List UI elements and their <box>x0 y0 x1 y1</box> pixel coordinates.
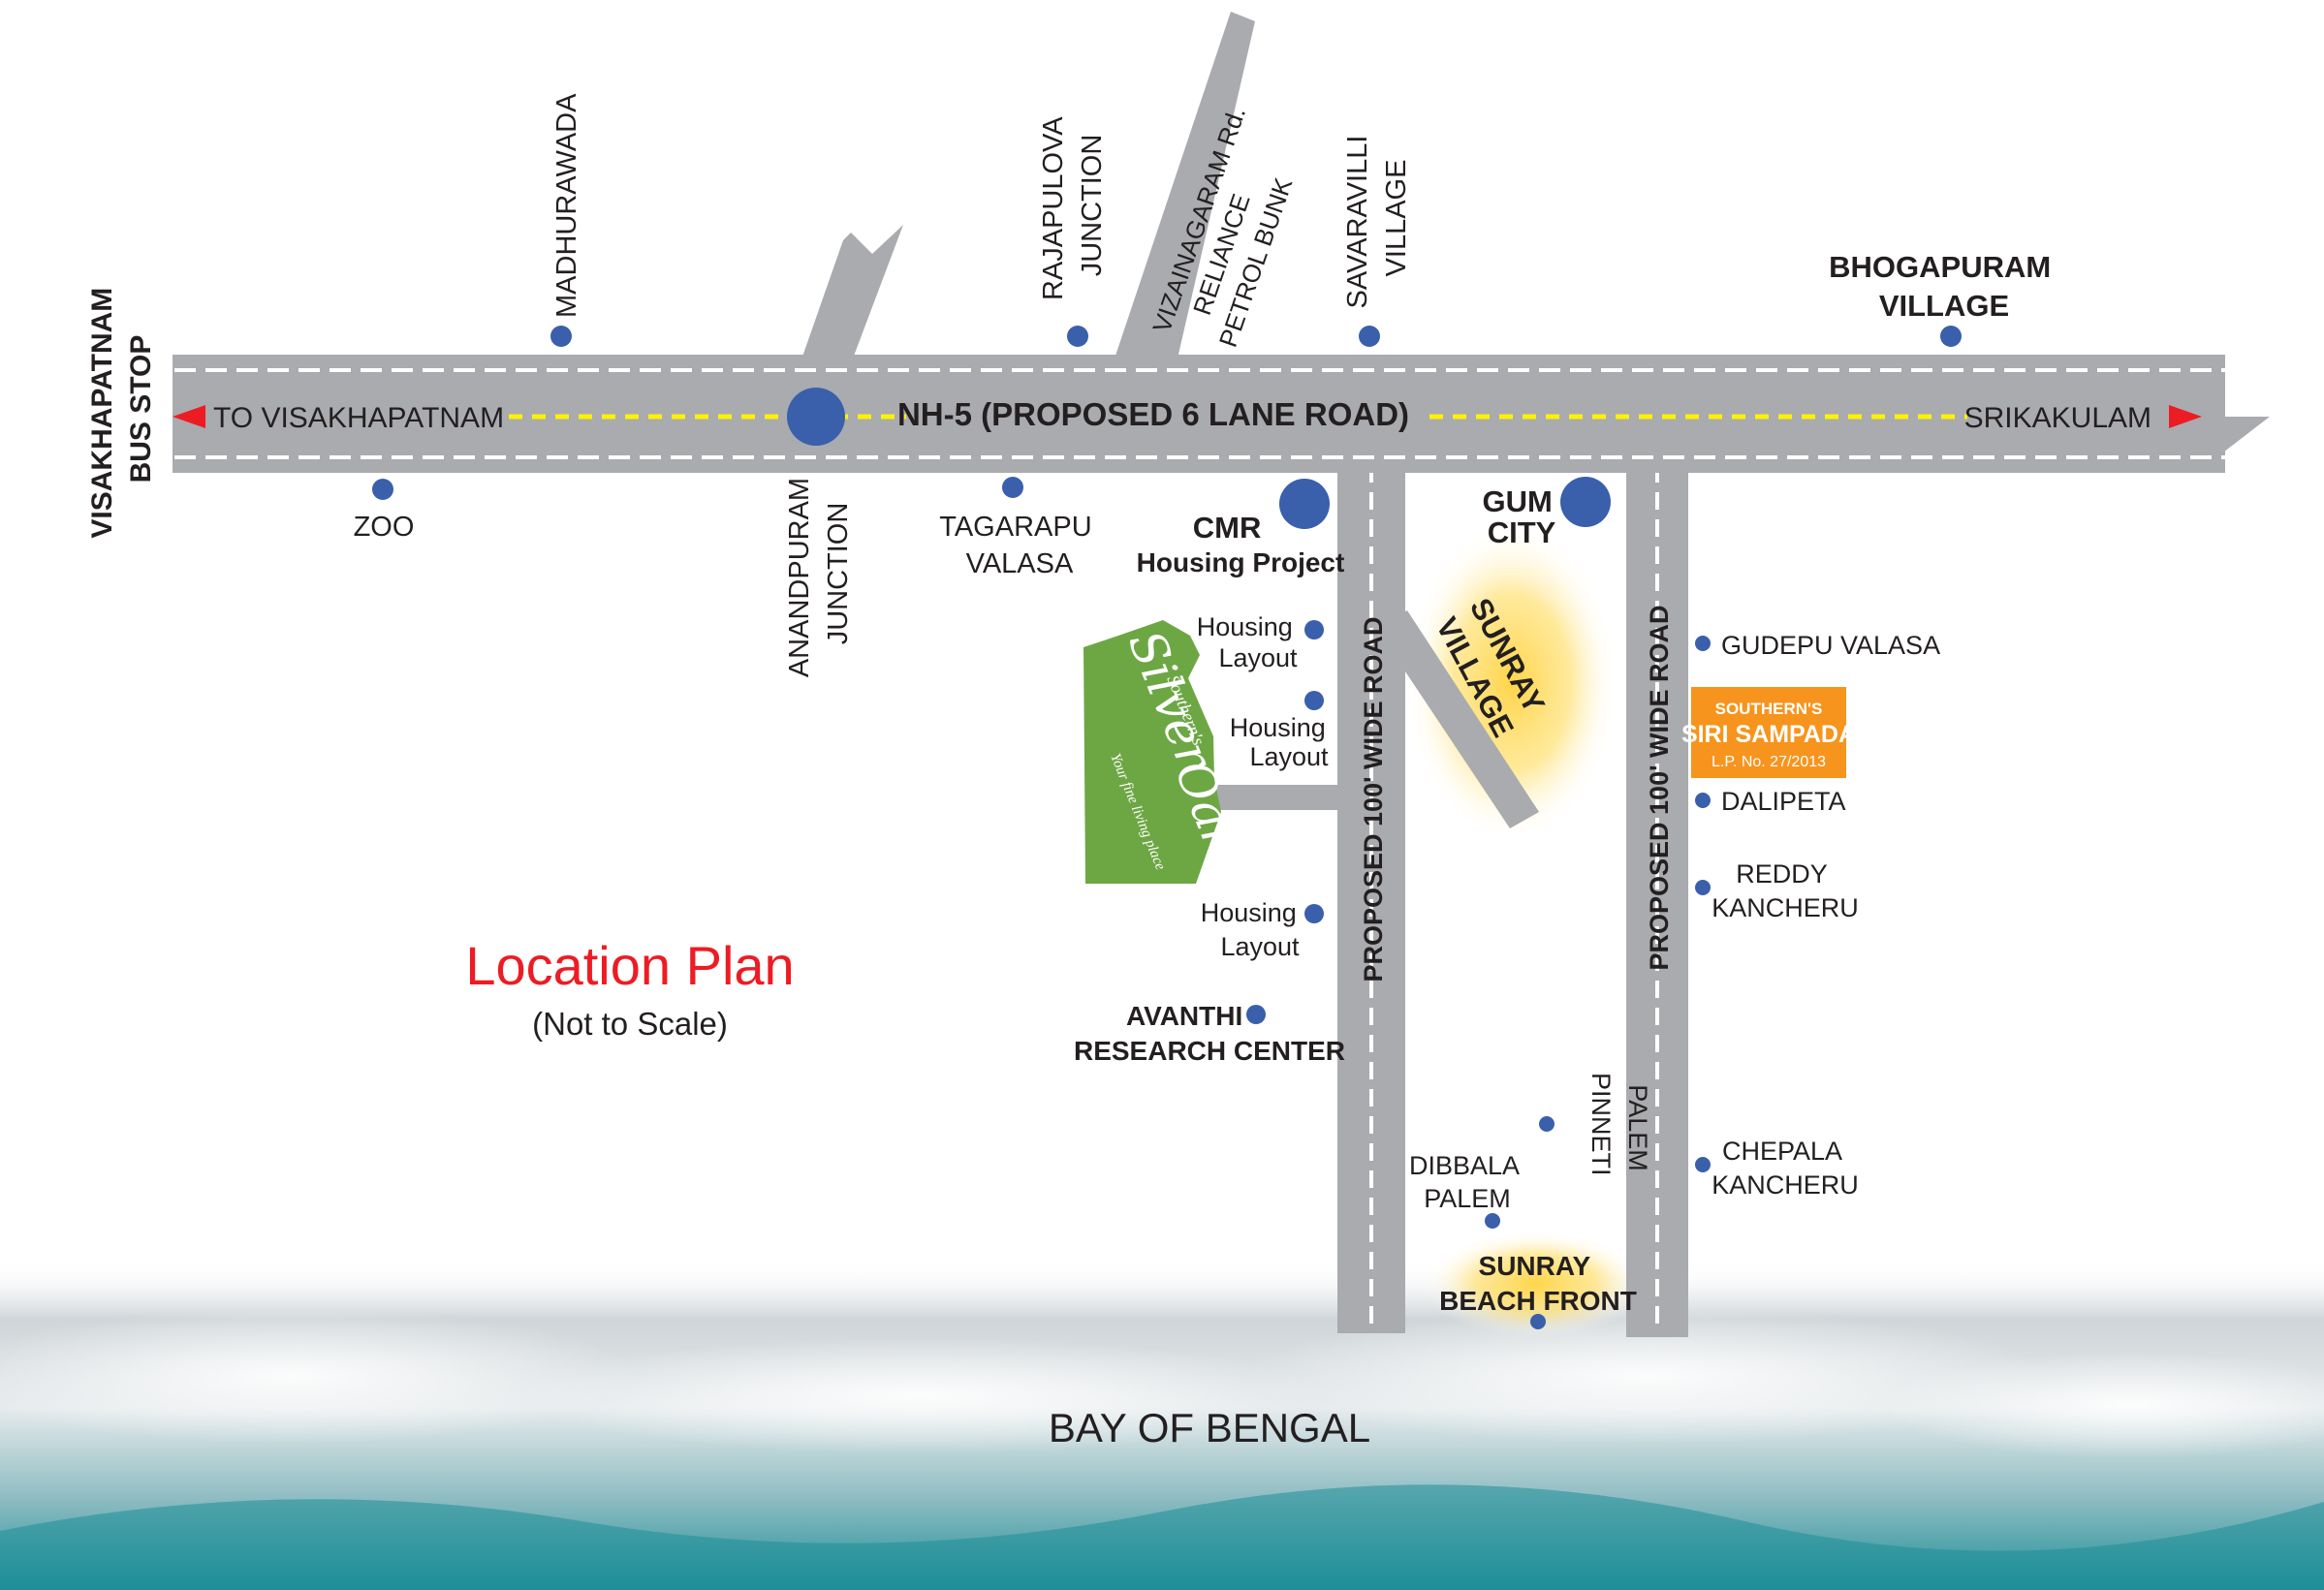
sunray-beach-front-label: SUNRAY BEACH FRONT <box>1439 1251 1637 1316</box>
sunray-village-glow <box>1405 523 1618 843</box>
avanthi-research-center-label: AVANTHI RESEARCH CENTER <box>1074 1001 1345 1066</box>
siri-sampada-badge[interactable]: SOUTHERN'S SIRI SAMPADA L.P. No. 27/2013 <box>1681 687 1856 778</box>
roads <box>173 12 2270 1337</box>
sunray-village-road <box>1376 610 1539 828</box>
anandpuram-branch-road <box>802 225 903 359</box>
cmr-dot-icon <box>1279 479 1330 529</box>
housing-2-dot-icon <box>1304 691 1324 710</box>
avanthi-dot-icon <box>1246 1005 1266 1024</box>
reddy-dot-icon <box>1695 880 1711 895</box>
housing-1-dot-icon <box>1304 620 1324 639</box>
housing-3-dot-icon <box>1304 904 1324 923</box>
sunray-beach-dot-icon <box>1530 1314 1546 1329</box>
chepala-kancheru-label: CHEPALA KANCHERU <box>1712 1137 1859 1200</box>
right-direction-label: SRIKAKULAM <box>1964 402 2151 434</box>
badge-line-3: L.P. No. 27/2013 <box>1712 754 1826 770</box>
zoo-label: ZOO <box>354 512 415 543</box>
dibbala-palem-label: DIBBALA PALEM <box>1409 1151 1525 1213</box>
gudepu-valasa-label: GUDEPU VALASA <box>1721 631 1940 660</box>
proposed-wide-road-1-label: PROPOSED 100' WIDE ROAD <box>1359 617 1388 982</box>
sunray-beach-glow <box>1425 1231 1648 1337</box>
badge-line-1: SOUTHERN'S <box>1715 700 1823 718</box>
location-markers <box>372 326 1962 1329</box>
left-direction-label: TO VISAKHAPATNAM <box>213 402 504 434</box>
silver-oak-project-shape <box>1083 620 1221 884</box>
madhurawada-label: MADHURAWADA <box>551 93 582 318</box>
silver-oak-access-road <box>1216 785 1337 810</box>
page-title: Location Plan <box>465 935 794 996</box>
highway-name: NH-5 (PROPOSED 6 LANE ROAD) <box>897 396 1409 432</box>
right-direction-arrow-icon <box>2169 405 2202 428</box>
cmr-housing-project-label: CMR Housing Project <box>1137 511 1345 577</box>
housing-layout-2-label: Housing Layout <box>1230 713 1334 771</box>
housing-layout-1-label: Housing Layout <box>1197 612 1301 672</box>
vizianagaram-road <box>1115 12 1255 359</box>
dalipeta-dot-icon <box>1695 793 1711 808</box>
savaravilli-dot-icon <box>1359 326 1380 347</box>
pinneti-dot-icon <box>1539 1116 1555 1132</box>
dalipeta-label: DALIPETA <box>1721 787 1846 816</box>
gudepu-dot-icon <box>1695 636 1711 651</box>
rajapulova-label: RAJAPULOVA JUNCTION <box>1038 110 1108 300</box>
badge-line-2: SIRI SAMPADA <box>1681 721 1856 748</box>
left-direction-arrow-icon <box>173 405 205 428</box>
bhogapuram-village-label: BHOGAPURAM VILLAGE <box>1829 250 2059 323</box>
chepala-dot-icon <box>1695 1157 1711 1172</box>
page-subtitle: (Not to Scale) <box>532 1006 728 1042</box>
dibbala-dot-icon <box>1485 1213 1500 1229</box>
bay-of-bengal-label: BAY OF BENGAL <box>1049 1405 1370 1450</box>
gum-city-label: GUM CITY <box>1483 484 1561 549</box>
visakhapatnam-bus-stop-label: VISAKHAPATNAM BUS STOP <box>86 279 157 538</box>
pinneti-palem-label: PINNETI PALEM <box>1586 1073 1652 1183</box>
anandpuram-junction-label: ANANDPURAM JUNCTION <box>784 470 854 677</box>
proposed-wide-road-2-label: PROPOSED 100' WIDE ROAD <box>1645 606 1674 971</box>
reddy-kancheru-label: REDDY KANCHERU <box>1712 859 1859 922</box>
gum-city-dot-icon <box>1560 477 1611 527</box>
nh5-highway <box>173 355 2225 473</box>
tagarapu-valasa-label: TAGARAPU VALASA <box>939 512 1099 579</box>
sea-area <box>0 1260 2324 1590</box>
bhogapuram-dot-icon <box>1940 326 1962 347</box>
savaravilli-label: SAVARAVILLI VILLAGE <box>1342 128 1412 309</box>
anandpuram-junction-dot-icon <box>787 388 845 446</box>
zoo-dot-icon <box>372 479 393 500</box>
housing-layout-3-label: Housing Layout <box>1201 898 1304 961</box>
rajapulova-dot-icon <box>1067 326 1088 347</box>
madhurawada-dot-icon <box>550 326 572 347</box>
tagarapu-dot-icon <box>1002 477 1023 498</box>
